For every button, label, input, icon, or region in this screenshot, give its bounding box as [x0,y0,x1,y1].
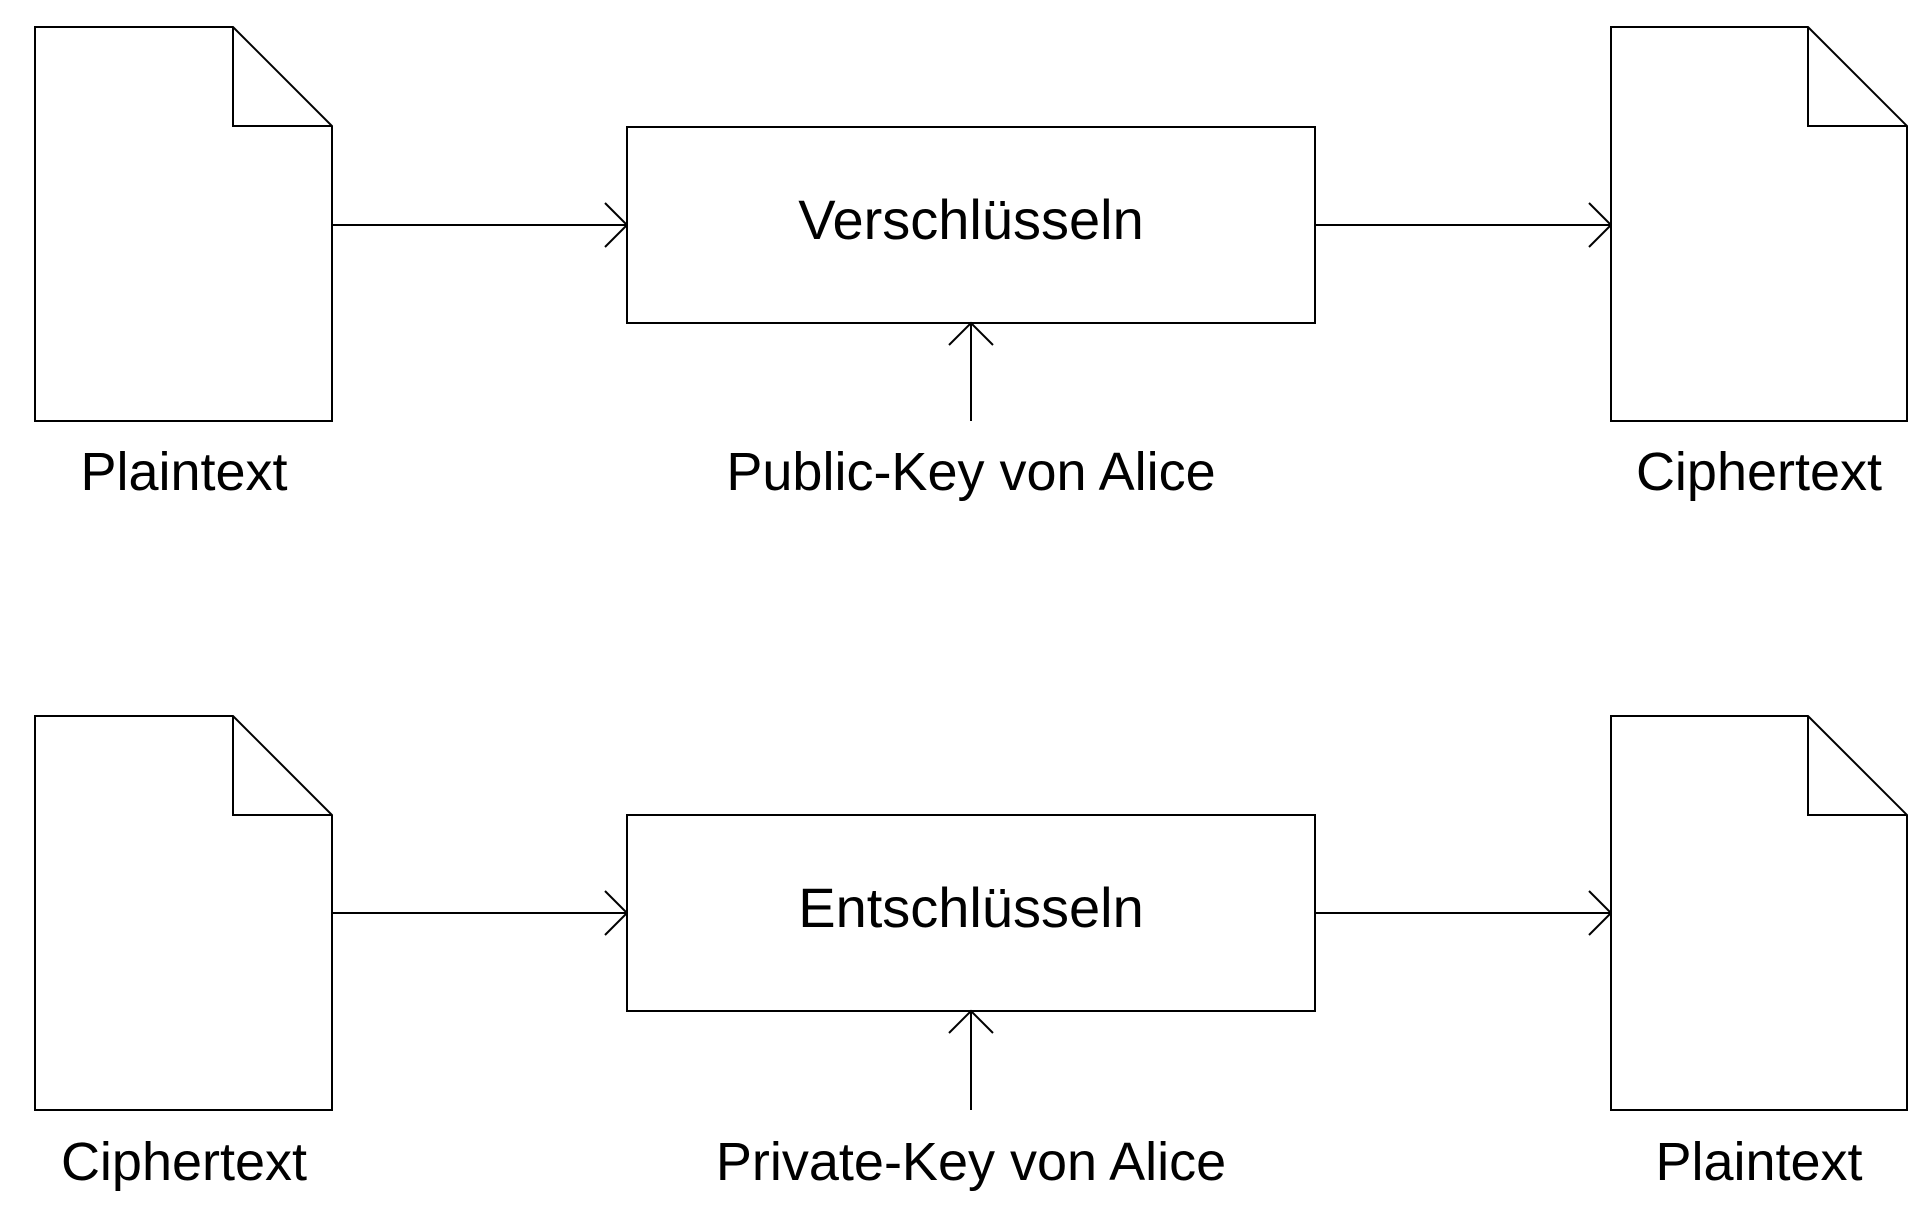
decrypt-row: Ciphertext Entschlüsseln Private-Key von… [34,715,1908,1192]
decrypt-output-arrow [1315,890,1613,936]
encrypt-process-box: Verschlüsseln [626,126,1316,324]
decrypt-process-box: Entschlüsseln [626,814,1316,1012]
decrypt-input-document-icon [34,715,333,1111]
encrypt-row: Plaintext Verschlüsseln Public-Key von A… [34,26,1908,502]
encrypt-output-arrow [1315,202,1613,248]
encrypt-process-label: Verschlüsseln [798,188,1144,251]
decrypt-output-document-icon [1610,715,1908,1111]
encrypt-input-arrow [332,202,629,248]
decrypt-input-document-label: Ciphertext [61,1132,307,1192]
encrypt-output-document-icon [1610,26,1908,422]
encrypt-input-document-icon [34,26,333,422]
decrypt-process-label: Entschlüsseln [798,876,1144,939]
encrypt-key-arrow [948,321,994,421]
decrypt-output-document-label: Plaintext [1655,1132,1862,1192]
decrypt-key-label: Private-Key von Alice [716,1132,1226,1192]
encrypt-key-label: Public-Key von Alice [726,442,1215,502]
decrypt-input-arrow [332,890,629,936]
encrypt-input-document-label: Plaintext [80,442,287,502]
encrypt-output-document-label: Ciphertext [1636,442,1882,502]
decrypt-key-arrow [948,1009,994,1110]
